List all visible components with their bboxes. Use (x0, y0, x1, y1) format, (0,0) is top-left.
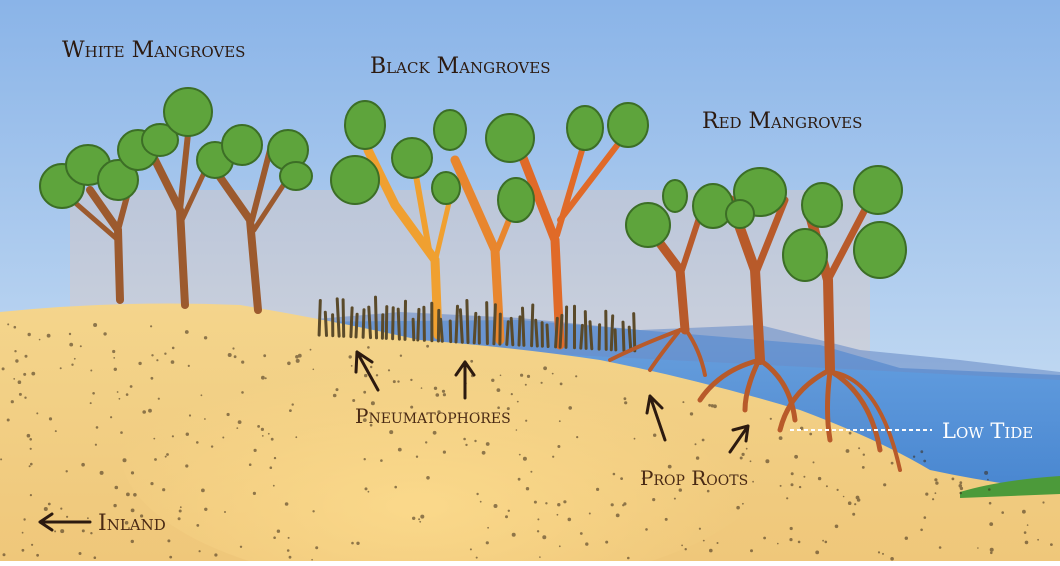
label-pneumatophores: Pneumatophores (355, 404, 511, 428)
label-inland: Inland (98, 511, 166, 536)
label-white-mangroves: White Mangroves (62, 38, 245, 63)
label-low-tide: Low Tide (942, 419, 1033, 443)
label-red-mangroves: Red Mangroves (702, 109, 862, 134)
label-black-mangroves: Black Mangroves (370, 54, 551, 79)
label-prop-roots: Prop Roots (640, 466, 748, 490)
